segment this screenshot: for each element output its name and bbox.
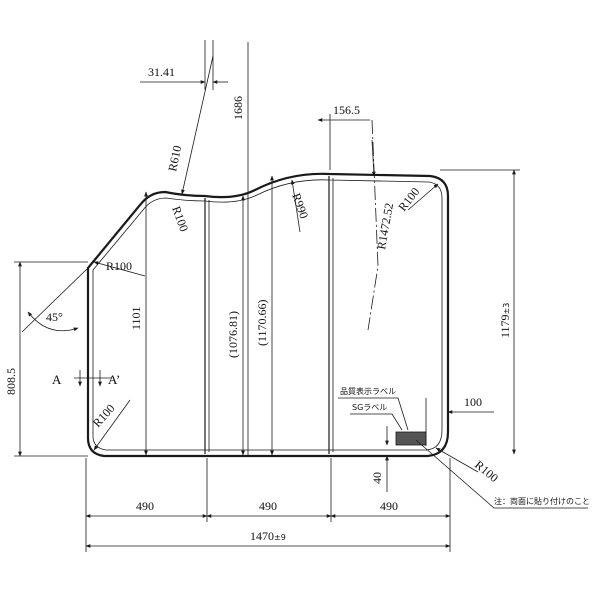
leader-r100-br — [435, 447, 479, 473]
dim-angle-45: 45° — [46, 310, 63, 324]
panel-inner-edge — [92, 179, 443, 451]
top-annotations: 31.41 R610 R100 R990 156.5 R1472.52 R100… — [140, 40, 520, 455]
note-leader — [415, 439, 588, 509]
dim-1686: 1686 — [231, 96, 245, 120]
dim-r100-upper: R100 — [169, 204, 191, 233]
dim-r610: R610 — [165, 144, 184, 172]
note-text: 注：両面に貼り付けのこと — [494, 496, 590, 506]
left-annotations: R100 45° 808.5 A A’ R100 — [4, 259, 146, 457]
dim-r100-top-right: R100 — [395, 185, 422, 214]
dim-1170-66: (1170.66) — [255, 299, 269, 346]
dim-156-5: 156.5 — [333, 103, 360, 117]
panel-outline — [86, 172, 450, 458]
leader-r610 — [181, 55, 214, 195]
dim-r1472: R1472.52 — [374, 202, 396, 251]
sg-label-leader — [350, 413, 403, 431]
dim-1179: 1179±3 — [498, 303, 512, 338]
dim-1076-81: (1076.81) — [226, 311, 240, 358]
total-1470: 1470±9 — [250, 529, 286, 543]
dim-1101: 1101 — [129, 306, 143, 330]
dim-r100-left-corner: R100 — [106, 259, 132, 273]
dim-808-5: 808.5 — [4, 368, 18, 395]
leader-r100-tr — [407, 183, 439, 211]
dim-r990: R990 — [289, 191, 311, 220]
leader-r100-bl — [93, 399, 131, 451]
quality-label-leader — [338, 397, 409, 431]
leader-r1472 — [367, 119, 379, 331]
dim-40: 40 — [370, 472, 384, 484]
internal-dimensions: 1101 (1076.81) (1170.66) 1686 — [129, 42, 274, 456]
label-box — [395, 431, 427, 446]
width-490-b: 490 — [259, 499, 277, 513]
bottom-dimensions: 490 490 490 1470±9 — [85, 458, 451, 552]
leader-r100-left — [93, 261, 146, 277]
sg-label-text: SGラベル — [352, 403, 387, 412]
dim-r100-bottom-right: R100 — [472, 458, 501, 485]
section-a: A — [52, 372, 62, 387]
leader-r1472-arrow — [371, 139, 376, 177]
panel-outer-edge — [86, 172, 450, 458]
width-490-c: 490 — [380, 499, 398, 513]
width-490-a: 490 — [136, 499, 154, 513]
dim-100: 100 — [464, 395, 482, 409]
quality-label-text: 品質表示ラベル — [340, 386, 396, 396]
label-annotations: 品質表示ラベル SGラベル 100 40 R100 注：両面に貼り付けのこと — [338, 386, 590, 509]
dim-31-41: 31.41 — [148, 65, 175, 79]
angle-arc — [27, 311, 79, 332]
dim-r100-bottom-left: R100 — [90, 401, 118, 430]
leader-r990 — [290, 179, 301, 233]
section-a-prime: A’ — [108, 372, 120, 387]
